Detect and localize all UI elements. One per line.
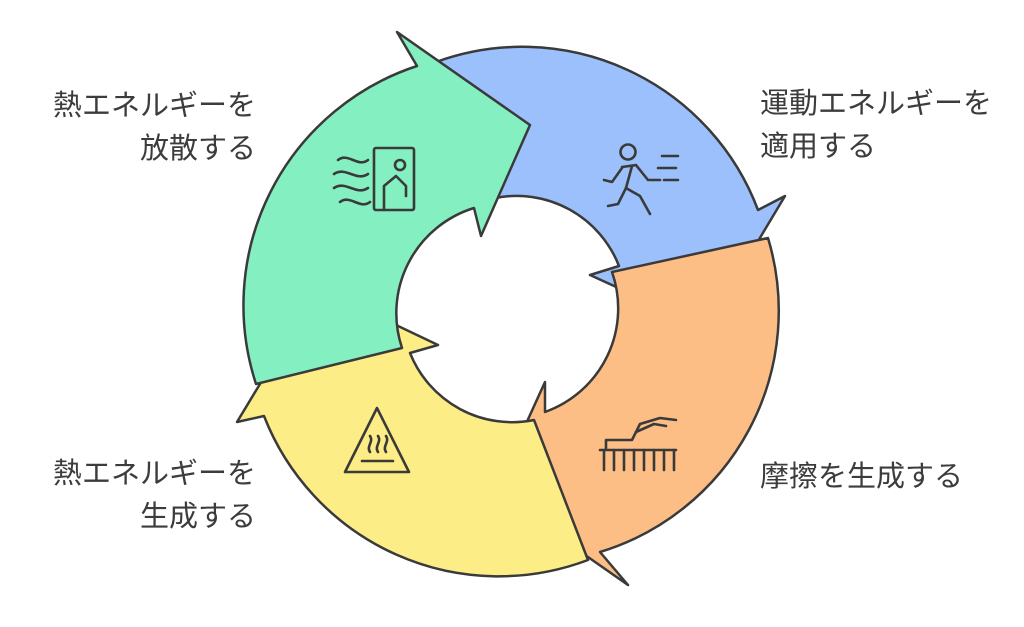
step-label-apply-kinetic-energy: 運動エネルギーを 適用する (760, 82, 992, 168)
cycle-segment-green (242, 30, 532, 386)
step-label-line: 放散する (139, 131, 256, 165)
running-person-icon (602, 143, 680, 216)
cycle-segment-orange (493, 236, 780, 587)
step-label-line: 適用する (760, 129, 877, 163)
step-label-generate-friction: 摩擦を生成する (760, 455, 963, 498)
wind-door-icon (332, 146, 416, 212)
step-label-dissipate-heat-energy: 熱エネルギーを 放散する (0, 84, 256, 170)
brush-scrubbing-icon (598, 416, 678, 472)
step-label-line: 熱エネルギーを (52, 88, 256, 122)
step-label-line: 摩擦を生成する (760, 459, 964, 493)
step-label-line: 運動エネルギーを (760, 86, 993, 120)
step-label-generate-heat-energy: 熱エネルギーを 生成する (0, 452, 256, 538)
step-label-line: 熱エネルギーを (52, 456, 256, 490)
step-label-line: 生成する (139, 499, 256, 533)
hot-surface-warning-icon (343, 406, 411, 474)
